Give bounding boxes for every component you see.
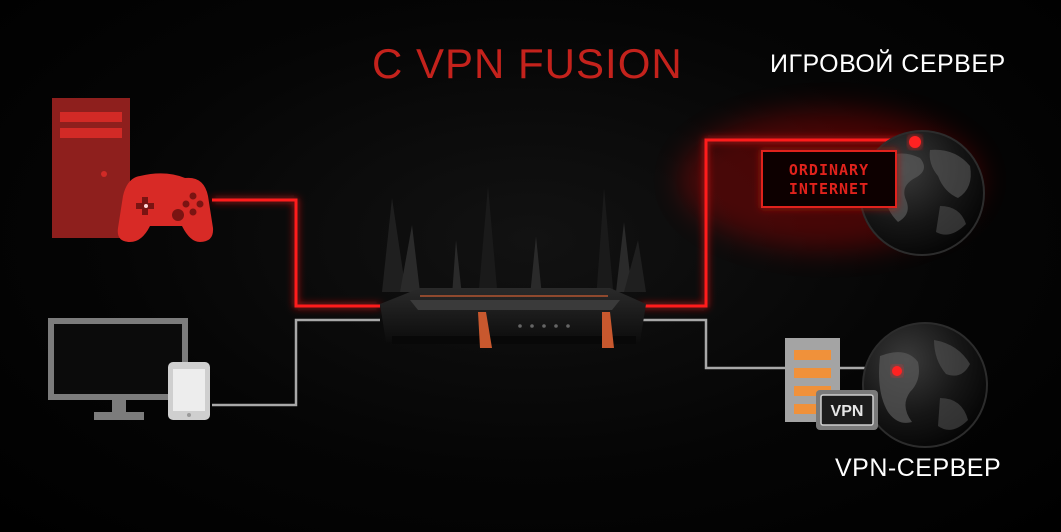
smartphone-icon: [168, 362, 210, 420]
gamepad-icon: [117, 173, 214, 242]
red-link-gaming-pc: [212, 198, 380, 308]
router-icon: [380, 186, 646, 348]
monitor-icon: [48, 318, 188, 420]
page-title: С VPN FUSION: [372, 40, 683, 87]
gray-link-vpn-server: [640, 318, 785, 370]
pc-tower-icon: [52, 98, 130, 238]
vpn-badge: VPN: [816, 390, 878, 430]
ordinary-internet-line2: INTERNET: [789, 180, 869, 198]
ordinary-internet-badge: ORDINARY INTERNET: [761, 150, 897, 208]
vpn-server-location-dot: [892, 366, 902, 376]
globe-icon: [862, 322, 988, 448]
ordinary-internet-line1: ORDINARY: [789, 161, 869, 179]
red-link-game-server: [640, 138, 905, 308]
vpn-badge-label: VPN: [831, 403, 864, 420]
game-server-location-dot: [909, 136, 921, 148]
vpn-server-label: VPN-СЕРВЕР: [835, 454, 1002, 482]
gray-link-devices: [212, 318, 380, 407]
game-server-label: ИГРОВОЙ СЕРВЕР: [770, 50, 1006, 78]
